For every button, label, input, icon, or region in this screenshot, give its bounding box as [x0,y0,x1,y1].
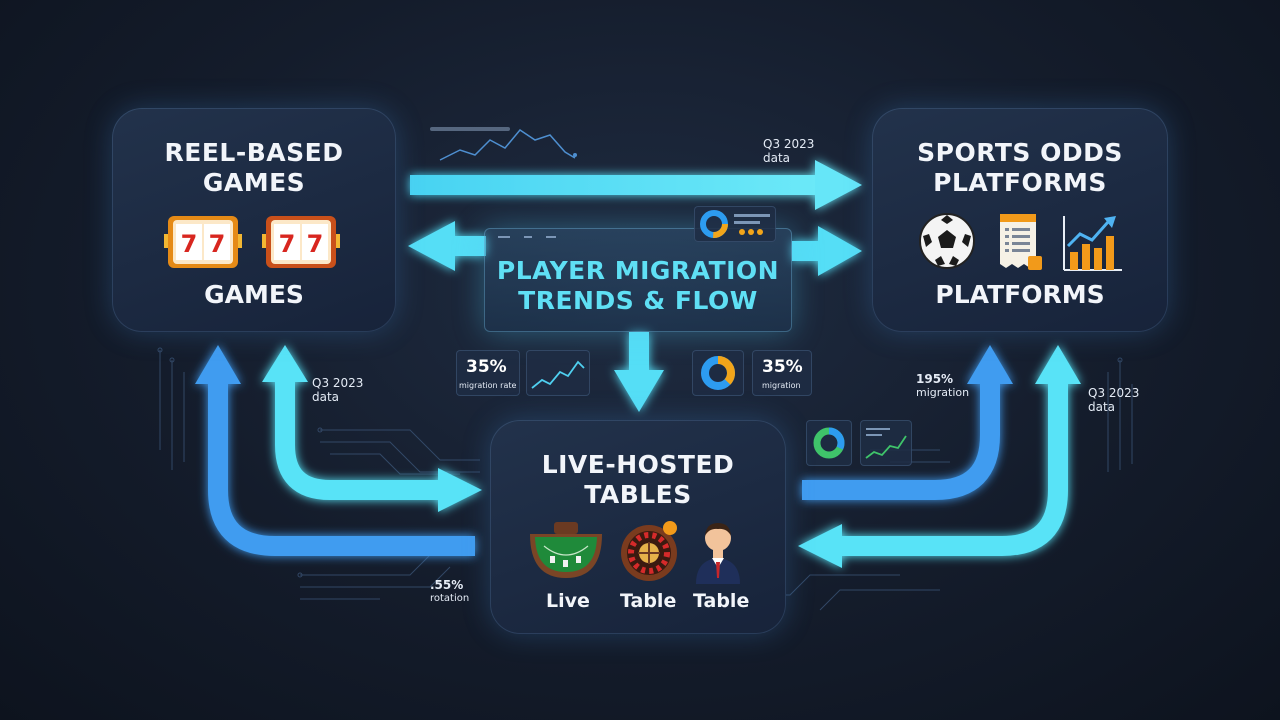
live-label-2: Table [620,590,677,612]
stat-bottom-label: rotation [430,593,470,604]
center-box-toolbar [498,236,556,238]
right-stat-annotation: 195% migration [916,372,969,400]
arrow-center-to-reel [408,221,486,271]
arrow-center-to-live [614,332,664,412]
stat-right-label: migration [916,386,970,399]
svg-text:7: 7 [181,230,198,258]
soccer-ball-icon [919,213,975,269]
slot-machine-icon: 7 7 [262,216,340,268]
donut-panel-right [806,420,852,466]
line-chart-icon [865,428,907,459]
node-reel-based-games[interactable]: REEL-BASED GAMES 7 7 7 7 GAMES [112,108,396,332]
donut-chart-icon [813,427,845,459]
line-chart-panel-right [860,420,912,466]
stat-panel-left: 35% migration rate [456,350,520,396]
node-live-hosted-tables[interactable]: LIVE-HOSTED TABLES Live Table Table [490,420,786,634]
node-reel-title: REEL-BASED GAMES [164,138,344,197]
live-label-1: Live [546,590,590,612]
stat-mid-label: migration [762,381,801,390]
line-chart-panel-left [526,350,590,396]
top-period-annotation: Q3 2023 data [763,137,814,165]
arrow-reel-to-live [262,345,482,512]
betting-slip-icon [1000,214,1042,270]
arrow-center-to-sports [792,226,862,276]
right-period-annotation: Q3 2023 data [1088,386,1139,414]
blackjack-table-icon [530,522,602,578]
arrow-sports-to-live [798,345,1081,568]
live-label-3: Table [693,590,750,612]
node-sports-footer: PLATFORMS [935,280,1105,309]
left-period: Q3 2023 [312,376,364,390]
arrow-reel-to-sports [410,160,862,210]
donut-chart-icon [701,356,735,390]
stat-bottom-value: .55% [430,578,464,592]
donut-widget-top [694,206,776,242]
top-period: Q3 2023 [763,137,815,151]
line-chart-icon [531,360,585,389]
node-sports-odds-platforms[interactable]: SPORTS ODDS PLATFORMS PLATFORMS [872,108,1168,332]
node-live-title: LIVE-HOSTED TABLES [541,450,735,509]
svg-text:7: 7 [307,230,324,258]
dealer-icon [696,523,740,584]
bar-growth-icon [1063,216,1122,271]
stat-right-value: 195% [916,372,954,386]
center-title-box: PLAYER MIGRATION TRENDS & FLOW [484,228,792,332]
right-period: Q3 2023 [1088,386,1140,400]
bottom-stat-annotation: .55% rotation [430,578,469,606]
tiny-chart-caption [430,127,510,131]
stat-left-value: 35% [466,357,507,377]
stat-mid-value: 35% [762,357,803,377]
left-period-annotation: Q3 2023 data [312,376,363,404]
right-period-sub: data [1088,400,1116,414]
slot-machine-icon: 7 7 [164,216,242,268]
node-reel-footer: GAMES [204,280,304,309]
diagram-title: PLAYER MIGRATION TRENDS & FLOW [496,256,780,315]
arrow-live-to-reel [195,345,475,556]
donut-panel-mid [692,350,744,396]
stat-left-label: migration rate [459,381,517,390]
stat-panel-mid: 35% migration [752,350,812,396]
svg-text:7: 7 [209,230,226,258]
node-sports-title: SPORTS ODDS PLATFORMS [917,138,1123,197]
svg-text:7: 7 [279,230,296,258]
left-period-sub: data [312,390,340,404]
line-chart-icon [439,129,577,161]
top-period-sub: data [763,151,791,165]
roulette-wheel-icon [621,521,677,581]
donut-chart-icon [700,210,770,238]
arrow-live-to-sports [802,345,1013,500]
